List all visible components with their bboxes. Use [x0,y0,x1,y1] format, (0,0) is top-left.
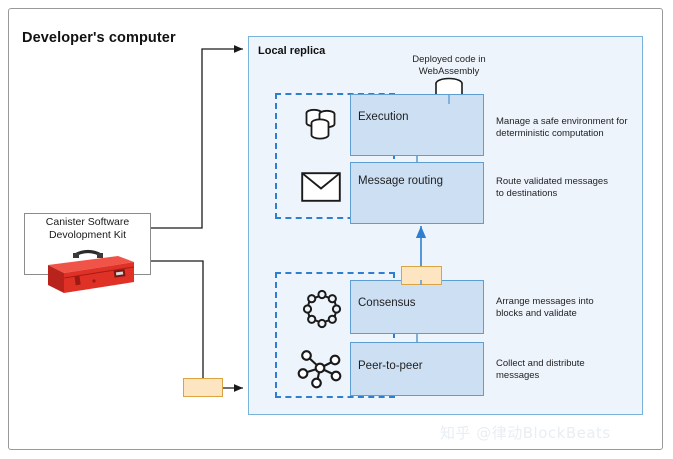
developer-computer-frame [8,8,663,450]
consensus-ring-icon [302,289,342,329]
canister-stack-icon [305,108,336,140]
note-message-routing-line2: to destinations [496,188,558,199]
page-title: Developer's computer [22,30,176,46]
note-consensus-line2: blocks and validate [496,308,577,319]
deployed-code-caption-line1: Deployed code in [412,54,486,65]
note-execution-line2: deterministic computation [496,128,604,139]
envelope-icon [301,172,341,202]
component-label-message-routing: Message routing [358,175,444,187]
upper-stack-group [275,93,395,219]
component-label-consensus: Consensus [358,297,416,309]
component-label-peer-to-peer: Peer-to-peer [358,360,423,372]
component-label-execution: Execution [358,111,409,123]
component-box-peer-to-peer[interactable] [350,342,484,396]
note-consensus: Arrange messages into blocks and validat… [496,296,641,320]
component-box-message-routing[interactable] [350,162,484,224]
network-nodes-icon [297,350,342,389]
watermark: 知乎 @律动BlockBeats [440,424,611,442]
deployed-code-caption-line2: WebAssembly [418,65,480,77]
lower-stack-group [275,272,395,398]
note-execution: Manage a safe environment for determinis… [496,116,641,140]
orange-connector-box-left [183,378,223,397]
component-box-execution[interactable] [350,94,484,156]
red-toolbox-icon [48,249,135,293]
sdk-label-line1: Canister Software [45,216,130,228]
note-peer-to-peer: Collect and distribute messages [496,358,641,382]
note-message-routing: Route validated messages to destinations [496,176,641,200]
deployed-code-caption: Deployed code in WebAssembly [384,54,514,77]
note-peer-to-peer-line1: Collect and distribute [496,358,585,369]
orange-connector-box-middle [401,266,442,285]
note-consensus-line1: Arrange messages into [496,296,594,307]
sdk-label-line2: Devolopment Kit [48,229,127,241]
note-peer-to-peer-line2: messages [496,370,540,381]
note-message-routing-line1: Route validated messages [496,176,608,187]
note-execution-line1: Manage a safe environment for [496,116,628,127]
local-replica-title: Local replica [258,45,326,57]
sdk-label: Canister Software Devolopment Kit [24,216,151,242]
component-box-consensus[interactable] [350,280,484,334]
